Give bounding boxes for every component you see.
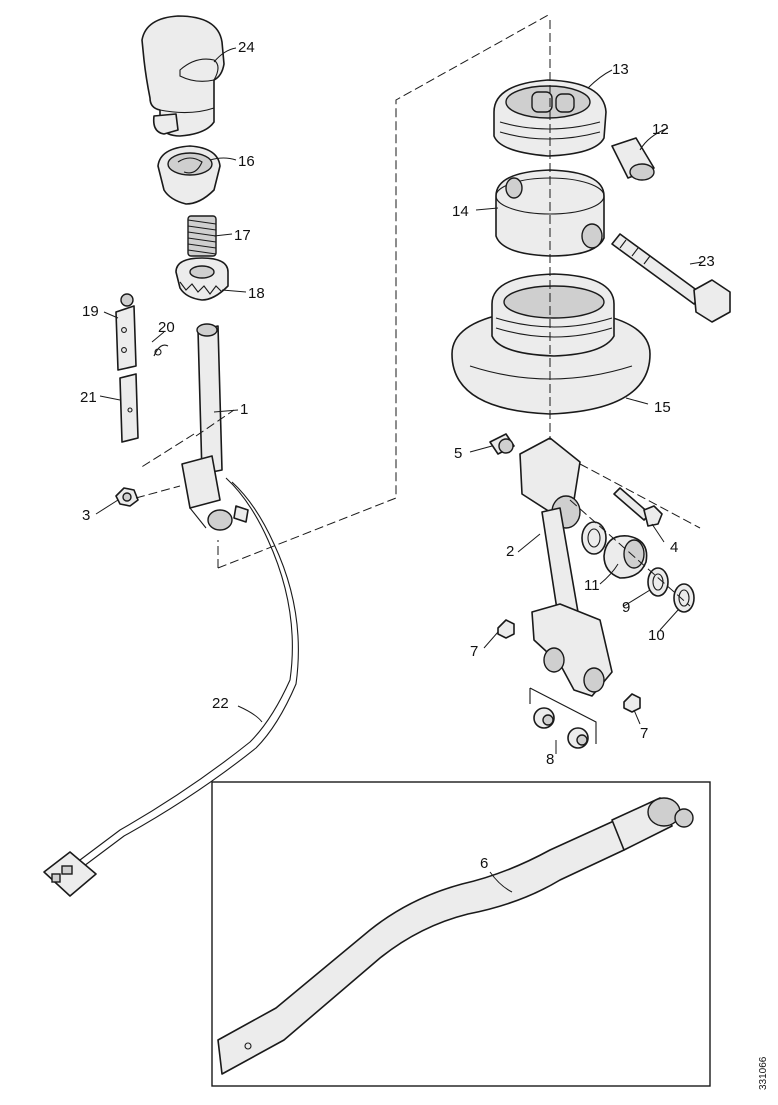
callout-24: 24 bbox=[238, 39, 255, 56]
part-22-cable bbox=[79, 477, 299, 867]
part-24-gear-knob bbox=[141, 15, 225, 137]
part-7-nut-upper bbox=[497, 619, 515, 639]
callout-10: 10 bbox=[648, 627, 665, 644]
part-5-bush bbox=[489, 433, 515, 455]
part-21-sleeve bbox=[119, 373, 139, 443]
part-9-washer bbox=[647, 567, 669, 597]
callout-6: 6 bbox=[480, 855, 488, 872]
alignment-line-nut bbox=[135, 485, 181, 499]
part-1-shift-lever bbox=[181, 323, 233, 531]
callout-9: 9 bbox=[622, 599, 630, 616]
part-3-nut bbox=[115, 487, 139, 507]
part-22-connector bbox=[43, 851, 97, 897]
part-15-boot bbox=[451, 273, 651, 415]
callout-8: 8 bbox=[546, 751, 554, 768]
part-16-collar bbox=[157, 145, 221, 205]
part-23-bolt bbox=[611, 233, 731, 323]
callout-19: 19 bbox=[82, 303, 99, 320]
callout-21: 21 bbox=[80, 389, 97, 406]
callout-7-upper: 7 bbox=[470, 643, 478, 660]
callout-18: 18 bbox=[248, 285, 265, 302]
callout-15: 15 bbox=[654, 399, 671, 416]
part-12-bush bbox=[611, 137, 655, 181]
detail-frame-part-6 bbox=[211, 781, 711, 1087]
callout-2: 2 bbox=[506, 543, 514, 560]
part-7-nut-lower bbox=[623, 693, 641, 713]
part-17-spring bbox=[187, 215, 217, 257]
callout-23: 23 bbox=[698, 253, 715, 270]
part-2-lever-body bbox=[519, 437, 613, 697]
part-20-pin bbox=[153, 344, 169, 357]
part-8-bracket-line bbox=[529, 687, 597, 744]
part-8-bush-left bbox=[533, 707, 555, 729]
part-11-bush bbox=[603, 535, 648, 579]
callout-3: 3 bbox=[82, 507, 90, 524]
part-10-washer bbox=[673, 583, 695, 613]
part-6-rod bbox=[217, 797, 694, 1075]
part-18-washer bbox=[175, 257, 229, 301]
callout-5: 5 bbox=[454, 445, 462, 462]
callout-22: 22 bbox=[212, 695, 229, 712]
part-washer-upper bbox=[581, 521, 607, 555]
callout-13: 13 bbox=[612, 61, 629, 78]
callout-20: 20 bbox=[158, 319, 175, 336]
part-8-bush-right bbox=[567, 727, 589, 749]
callout-14: 14 bbox=[452, 203, 469, 220]
part-19-bracket bbox=[115, 293, 137, 371]
callout-16: 16 bbox=[238, 153, 255, 170]
part-14-clamp-ring bbox=[495, 169, 605, 257]
alignment-line-left bbox=[139, 409, 235, 469]
callout-11: 11 bbox=[584, 577, 600, 594]
callout-7-lower: 7 bbox=[640, 725, 648, 742]
callout-17: 17 bbox=[234, 227, 251, 244]
leader-lines bbox=[95, 47, 703, 893]
callout-1: 1 bbox=[240, 401, 248, 418]
drawing-reference-code: 331066 bbox=[758, 1056, 769, 1090]
part-4-bolt bbox=[613, 487, 663, 527]
alignment-line-right-diagonal bbox=[569, 463, 701, 607]
alignment-line-main bbox=[217, 13, 551, 569]
callout-4: 4 bbox=[670, 539, 678, 556]
callout-12: 12 bbox=[652, 121, 669, 138]
